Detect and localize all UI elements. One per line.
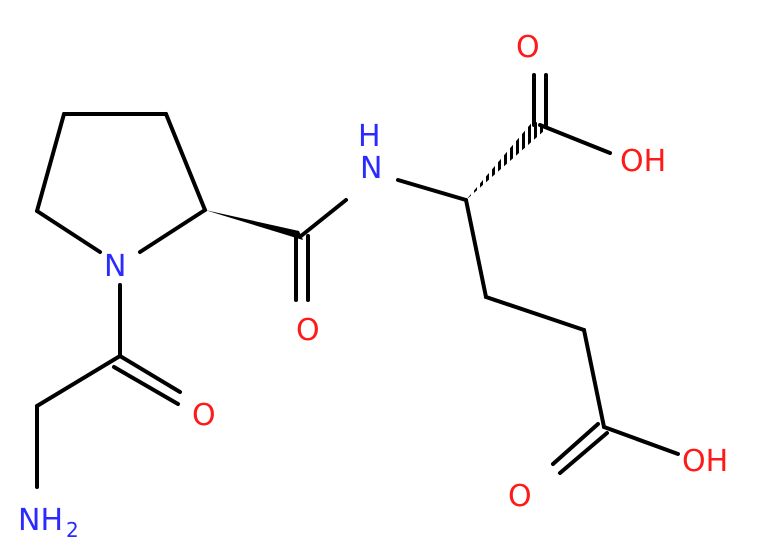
bottom-co-bond-1 bbox=[551, 422, 600, 466]
side-chain-bond-1 bbox=[464, 198, 488, 299]
wedge-bond bbox=[205, 210, 303, 240]
bottom-carboxyl-oh-label: OH bbox=[682, 444, 728, 479]
top-carboxyl-oh-label: OH bbox=[620, 144, 666, 179]
amide-o-label: O bbox=[296, 313, 320, 348]
bottom-carboxyl-o-label: O bbox=[508, 479, 532, 514]
nh2-label: NH bbox=[18, 503, 63, 538]
ring-bond-left bbox=[35, 112, 66, 213]
carbonyl-to-nh-bond bbox=[299, 198, 348, 238]
carbonyl-to-o-bond-2 bbox=[112, 365, 180, 406]
bottom-c-oh-bond bbox=[602, 425, 680, 456]
amide-n-label: N bbox=[360, 151, 382, 186]
top-c-oh-bond bbox=[538, 123, 612, 155]
amide-h-label: H bbox=[358, 119, 381, 154]
side-chain-bond-2 bbox=[484, 295, 586, 332]
nh2-subscript: 2 bbox=[66, 518, 79, 542]
ring-n-label: N bbox=[104, 249, 126, 284]
ring-bond-bottom-left bbox=[35, 209, 102, 254]
nh-to-alpha-bond bbox=[396, 178, 468, 202]
carbonyl-to-o-bond-1 bbox=[118, 354, 182, 394]
ring-bond-bottom-right bbox=[138, 208, 207, 254]
hashed-wedge-bond bbox=[466, 120, 545, 200]
ring-bond-right bbox=[164, 112, 207, 212]
carbonyl-to-ch2-bond bbox=[35, 354, 122, 408]
side-chain-bond-3 bbox=[582, 328, 606, 429]
pyrrolidine-ring bbox=[35, 112, 207, 254]
ketone-o-label: O bbox=[192, 398, 216, 433]
top-carboxyl-o-label: O bbox=[516, 30, 540, 65]
bottom-co-bond-2 bbox=[558, 431, 609, 475]
